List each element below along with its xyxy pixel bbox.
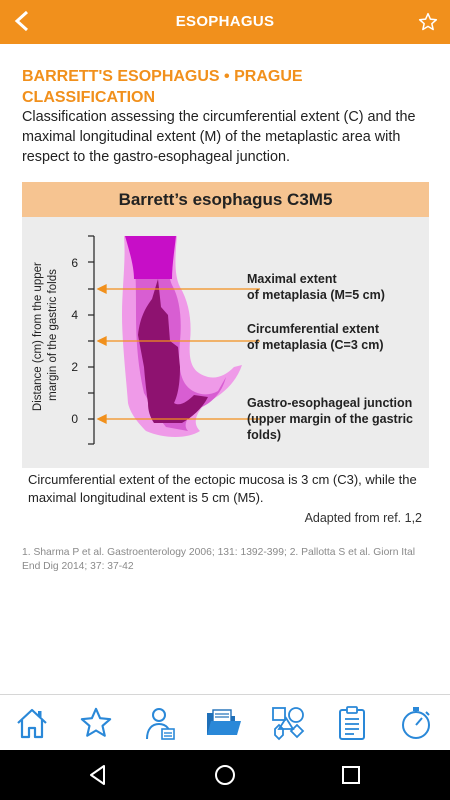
- stopwatch-icon: [402, 707, 430, 739]
- tick-label-2: 2: [71, 360, 78, 374]
- home-icon: [17, 708, 47, 739]
- tick-label-4: 4: [71, 308, 78, 322]
- star-outline-icon: [418, 12, 438, 31]
- article-content[interactable]: BARRETT'S ESOPHAGUS • PRAGUE CLASSIFICAT…: [0, 44, 450, 694]
- bottom-tab-bar: [0, 694, 450, 750]
- y-axis-label: Distance (cm) from the upper margin of t…: [32, 259, 59, 411]
- tab-favorites[interactable]: [76, 701, 116, 745]
- system-navigation-bar: [0, 750, 450, 800]
- tick-label-6: 6: [71, 256, 78, 270]
- home-circle-icon: [215, 765, 235, 785]
- adapted-note: Adapted from ref. 1,2: [304, 511, 422, 525]
- back-triangle-icon: [90, 765, 105, 785]
- tab-timer[interactable]: [396, 701, 436, 745]
- folder-icon: [207, 709, 241, 735]
- tab-clipboard[interactable]: [332, 701, 372, 745]
- label-circumferential-extent: Circumferential extent of metaplasia (C=…: [247, 322, 384, 352]
- axis-ticks: [88, 235, 94, 445]
- chevron-left-icon: [14, 10, 29, 32]
- label-gastroesophageal-junction: Gastro-esophageal junction (upper margin…: [247, 396, 416, 442]
- tab-shapes[interactable]: [268, 701, 308, 745]
- nav-back-button[interactable]: [84, 761, 112, 789]
- article-heading: BARRETT'S ESOPHAGUS • PRAGUE CLASSIFICAT…: [22, 68, 303, 106]
- esophagus-diagram: Distance (cm) from the upper margin of t…: [32, 235, 416, 445]
- tick-label-0: 0: [71, 412, 78, 426]
- star-icon: [80, 707, 112, 737]
- tab-profile[interactable]: [140, 701, 180, 745]
- doctor-profile-icon: [146, 708, 175, 740]
- barrett-figure: Barrett’s esophagus C3M5 Distance (cm) f…: [22, 182, 429, 468]
- article-intro: Classification assessing the circumferen…: [22, 109, 416, 165]
- shapes-icon: [272, 707, 305, 741]
- label-maximal-extent: Maximal extent of metaplasia (M=5 cm): [247, 272, 385, 302]
- references: 1. Sharma P et al. Gastroenterology 2006…: [22, 547, 416, 572]
- back-button[interactable]: [8, 4, 36, 38]
- favorite-button[interactable]: [414, 8, 442, 36]
- tab-folders[interactable]: [204, 701, 244, 745]
- figure-title: Barrett’s esophagus C3M5: [22, 182, 429, 217]
- nav-recents-button[interactable]: [337, 761, 365, 789]
- nav-home-button[interactable]: [211, 761, 239, 789]
- indicator-lines: [96, 283, 260, 425]
- app-header: ESOPHAGUS: [0, 0, 450, 44]
- page-title: ESOPHAGUS: [175, 13, 275, 30]
- esophagus-illustration: [122, 236, 242, 437]
- recents-square-icon: [342, 766, 360, 784]
- figure-caption: Circumferential extent of the ectopic mu…: [28, 472, 417, 505]
- tab-home[interactable]: [12, 701, 52, 745]
- clipboard-icon: [339, 706, 365, 740]
